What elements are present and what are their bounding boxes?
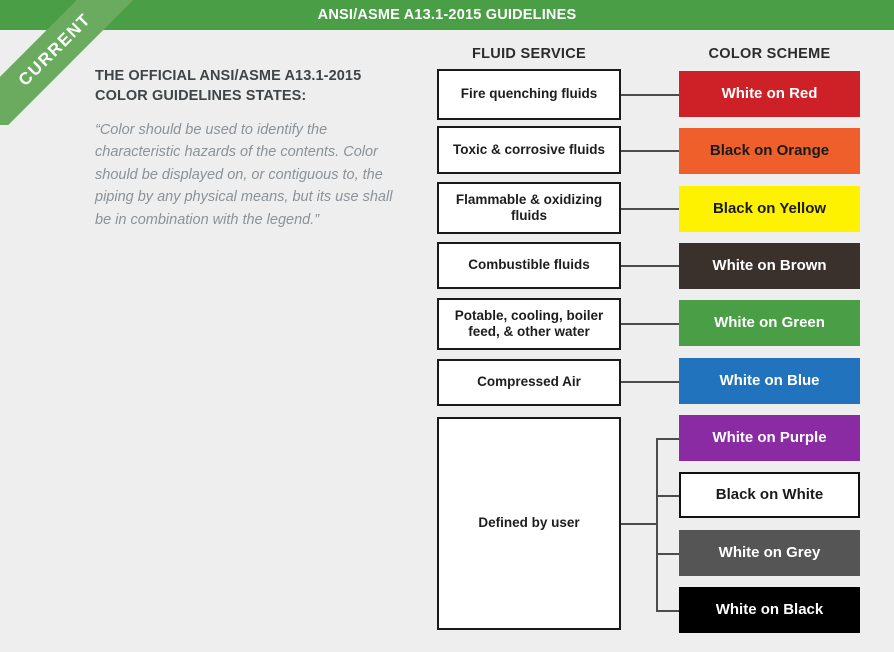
swatch-white-on-blue: White on Blue: [679, 358, 860, 404]
service-box-label: Compressed Air: [477, 374, 581, 390]
service-box-flammable-oxidizing: Flammable & oxidizing fluids: [437, 182, 621, 234]
swatch-label: White on Brown: [712, 256, 827, 274]
service-box-potable-water: Potable, cooling, boiler feed, & other w…: [437, 298, 621, 350]
intro-block: THE OFFICIAL ANSI/ASME A13.1-2015 COLOR …: [95, 66, 407, 231]
service-box-toxic-corrosive: Toxic & corrosive fluids: [437, 126, 621, 174]
connector-line: [621, 208, 679, 210]
swatch-label: White on Red: [721, 84, 818, 102]
service-box-defined-by-user: Defined by user: [437, 417, 621, 630]
swatch-white-on-grey: White on Grey: [679, 530, 860, 576]
header-bar: ANSI/ASME A13.1-2015 GUIDELINES: [0, 0, 894, 30]
swatch-label: White on Blue: [719, 371, 820, 389]
connector-line: [621, 94, 679, 96]
connector-line-vertical: [656, 438, 658, 611]
column-header-color-scheme: COLOR SCHEME: [708, 46, 831, 62]
service-box-label: Toxic & corrosive fluids: [452, 141, 606, 157]
connector-line: [621, 381, 679, 383]
swatch-label: White on Black: [715, 600, 824, 618]
service-box-label: Combustible fluids: [468, 257, 590, 273]
swatch-label: White on Grey: [718, 543, 821, 561]
intro-heading: THE OFFICIAL ANSI/ASME A13.1-2015 COLOR …: [95, 68, 362, 104]
swatch-white-on-green: White on Green: [679, 300, 860, 346]
swatch-black-on-white: Black on White: [679, 472, 860, 518]
connector-line-branch: [656, 553, 679, 555]
connector-line-trunk: [621, 523, 657, 525]
connector-line-branch: [656, 438, 679, 440]
service-box-compressed-air: Compressed Air: [437, 359, 621, 406]
swatch-label: Black on Orange: [709, 141, 830, 159]
intro-quote: “Color should be used to identify the ch…: [95, 122, 393, 228]
swatch-white-on-black: White on Black: [679, 587, 860, 633]
connector-line: [621, 323, 679, 325]
swatch-black-on-yellow: Black on Yellow: [679, 186, 860, 232]
connector-line: [621, 265, 679, 267]
service-box-label: Defined by user: [478, 515, 580, 531]
service-box-label: Fire quenching fluids: [460, 86, 598, 102]
service-box-combustible: Combustible fluids: [437, 242, 621, 289]
page-title: ANSI/ASME A13.1-2015 GUIDELINES: [317, 7, 577, 23]
swatch-label: Black on Yellow: [712, 199, 827, 217]
swatch-white-on-purple: White on Purple: [679, 415, 860, 461]
swatch-white-on-red: White on Red: [679, 71, 860, 117]
column-header-fluid-service: FLUID SERVICE: [471, 46, 586, 62]
swatch-white-on-brown: White on Brown: [679, 243, 860, 289]
service-box-label: Potable, cooling, boiler feed, & other w…: [454, 307, 604, 339]
swatch-label: Black on White: [715, 485, 824, 503]
swatch-black-on-orange: Black on Orange: [679, 128, 860, 174]
swatch-label: White on Purple: [712, 428, 827, 446]
service-box-fire-quenching: Fire quenching fluids: [437, 69, 621, 120]
service-box-label: Flammable & oxidizing fluids: [455, 191, 603, 223]
connector-line-branch: [656, 610, 679, 612]
connector-line: [621, 150, 679, 152]
swatch-label: White on Green: [714, 313, 825, 331]
connector-line-branch: [656, 495, 679, 497]
